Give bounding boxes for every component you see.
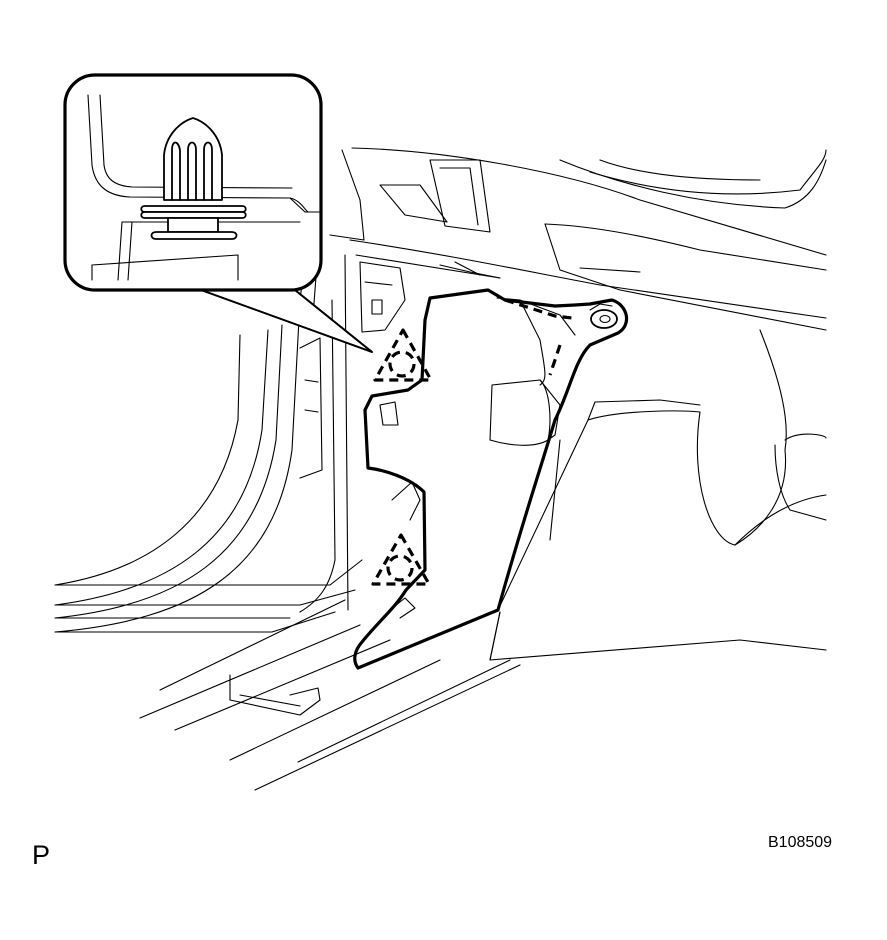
floor-sill-lines [54, 559, 521, 791]
view-letter: P [32, 840, 51, 870]
dashboard-upper [329, 147, 827, 331]
mounting-bolt [589, 303, 618, 329]
door-opening-pillar [54, 234, 349, 633]
lower-side-panel [489, 329, 827, 661]
clip-marker-lower-icon [371, 533, 431, 586]
clip-marker-upper-icon [373, 328, 433, 382]
kick-panel-outline [353, 288, 629, 670]
push-type-retainer-clip-icon [140, 117, 247, 240]
bracket-shapes [359, 261, 576, 619]
figure-code: B108509 [768, 834, 833, 851]
